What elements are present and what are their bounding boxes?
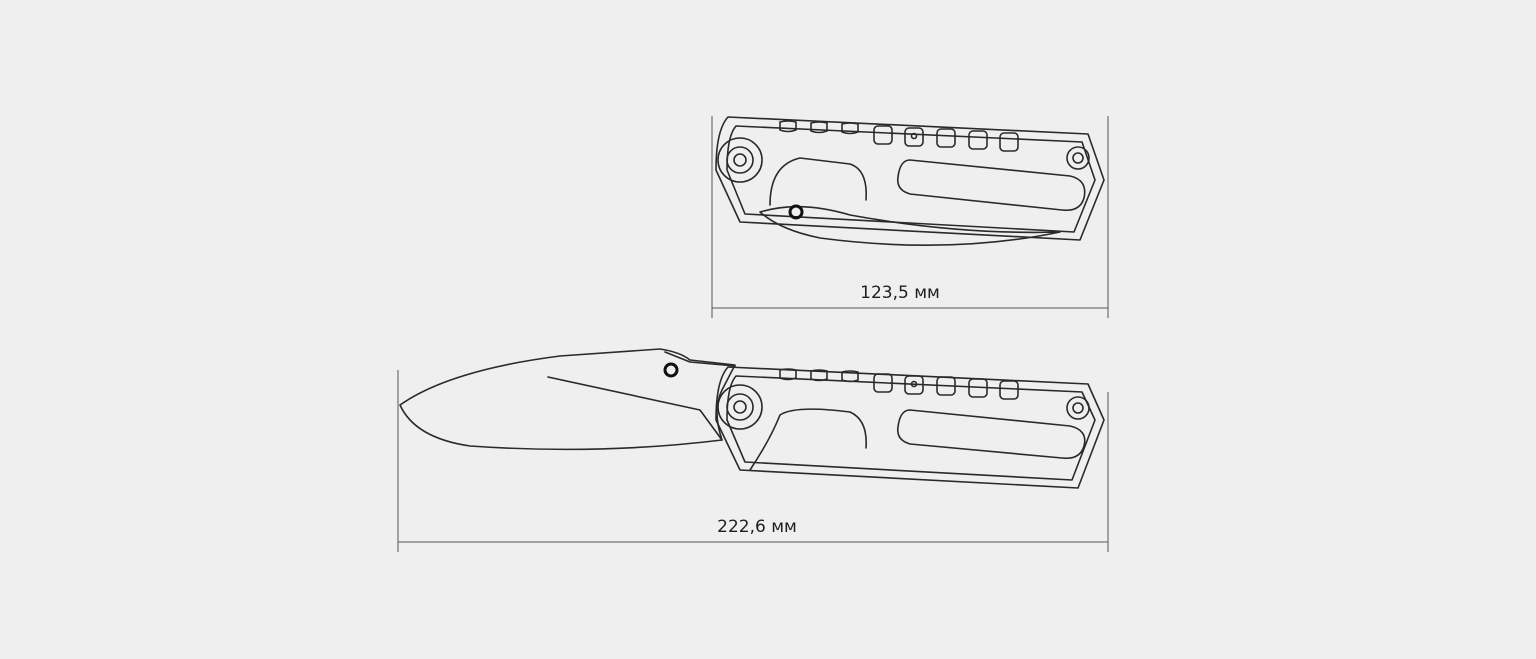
open-knife-illustration (399, 348, 1105, 489)
thumb-stud-icon (663, 362, 679, 378)
closed-length-label: 123,5 мм (860, 283, 940, 303)
thumb-stud-icon (788, 204, 804, 220)
handle-holes (779, 120, 1019, 152)
open-dimension-lines (397, 370, 1109, 552)
handle-holes (779, 368, 1019, 400)
closed-dimension-lines (711, 116, 1109, 318)
closed-knife-illustration (715, 116, 1105, 247)
open-length-label: 222,6 мм (717, 517, 797, 537)
